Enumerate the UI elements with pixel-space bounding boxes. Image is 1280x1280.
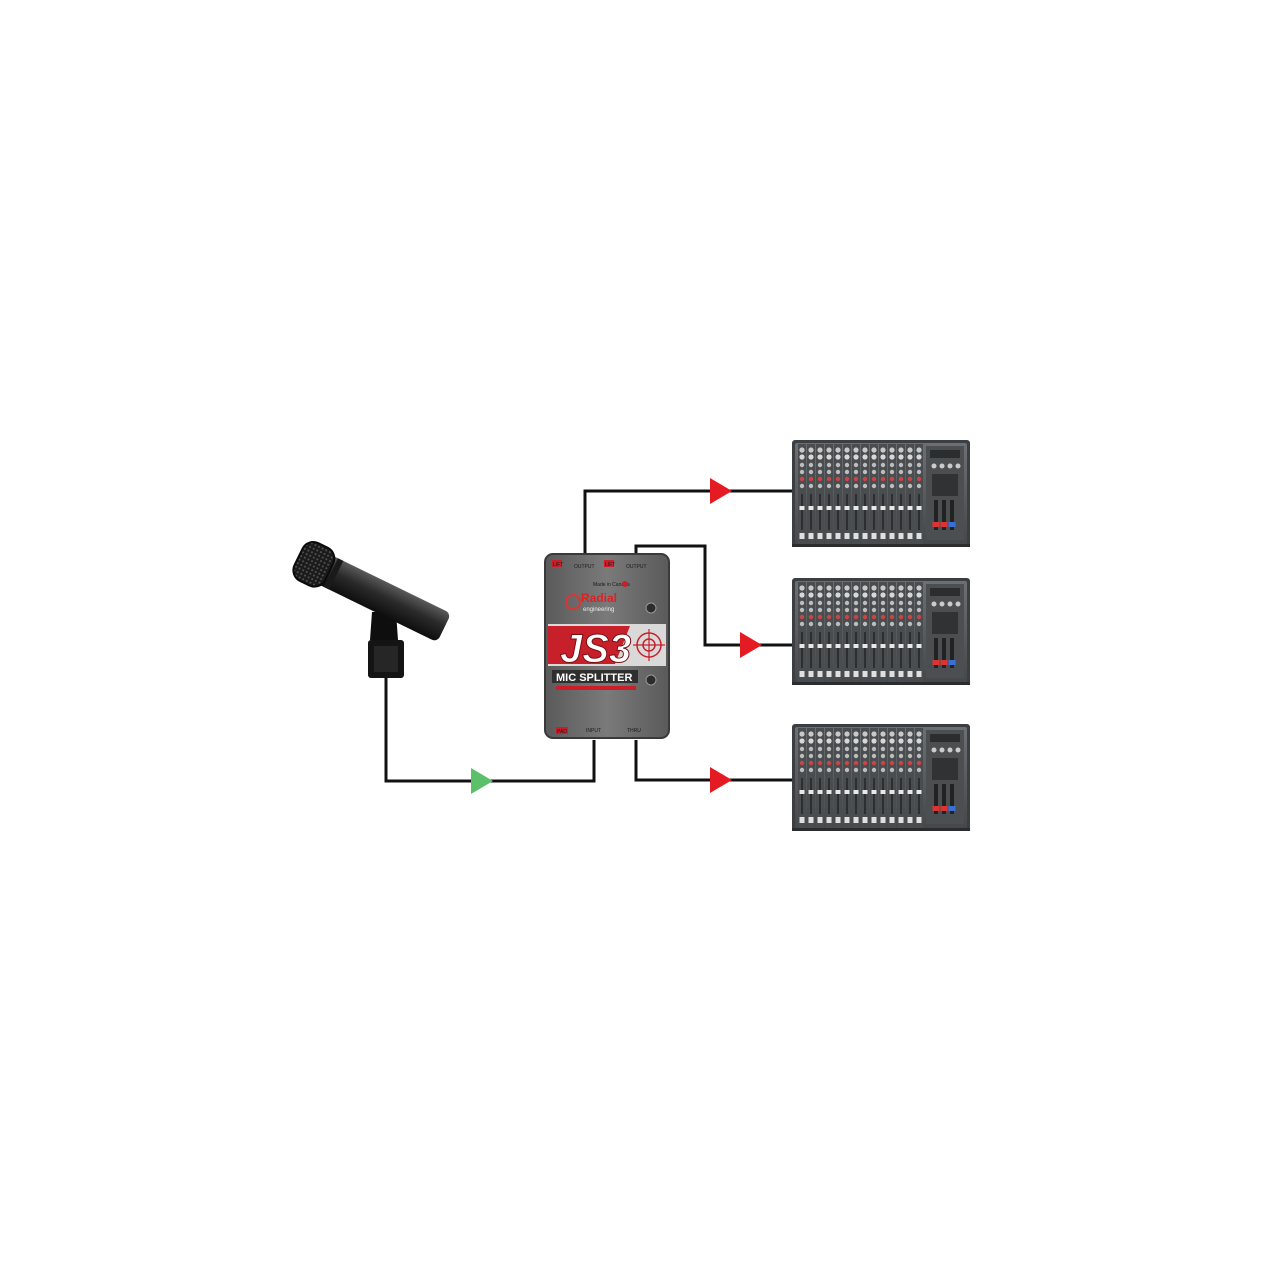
- output-a-label: OUTPUT: [574, 564, 595, 570]
- mic-splitter-box: LIFT OUTPUT LIFT OUTPUT Made in Canada R…: [544, 553, 670, 739]
- pad-label: PAD: [557, 729, 567, 735]
- mixing-console-icon-bottom: [792, 724, 970, 831]
- brand-name: Radial: [581, 591, 617, 605]
- output-arrow-a: [710, 478, 732, 504]
- microphone-icon: [292, 541, 450, 678]
- thru-label: THRU: [627, 728, 641, 734]
- lift-a-label: LIFT: [553, 562, 563, 568]
- output-b-cable: [634, 544, 796, 647]
- thru-cable: [634, 740, 796, 782]
- made-in-label: Made in Canada: [593, 582, 630, 588]
- mixing-console-icon-middle: [792, 578, 970, 685]
- output-arrow-b: [740, 632, 762, 658]
- lift-b-label: LIFT: [605, 562, 615, 568]
- model-name: JS3: [560, 627, 631, 671]
- brand-sub: engineering: [583, 607, 614, 613]
- mixing-console-icon-top: [792, 440, 970, 547]
- output-arrow-thru: [710, 767, 732, 793]
- output-b-label: OUTPUT: [626, 564, 647, 570]
- input-arrow: [471, 768, 493, 794]
- input-label: INPUT: [586, 728, 601, 734]
- target-logo-icon: [633, 629, 665, 661]
- product-name: MIC SPLITTER: [556, 672, 632, 684]
